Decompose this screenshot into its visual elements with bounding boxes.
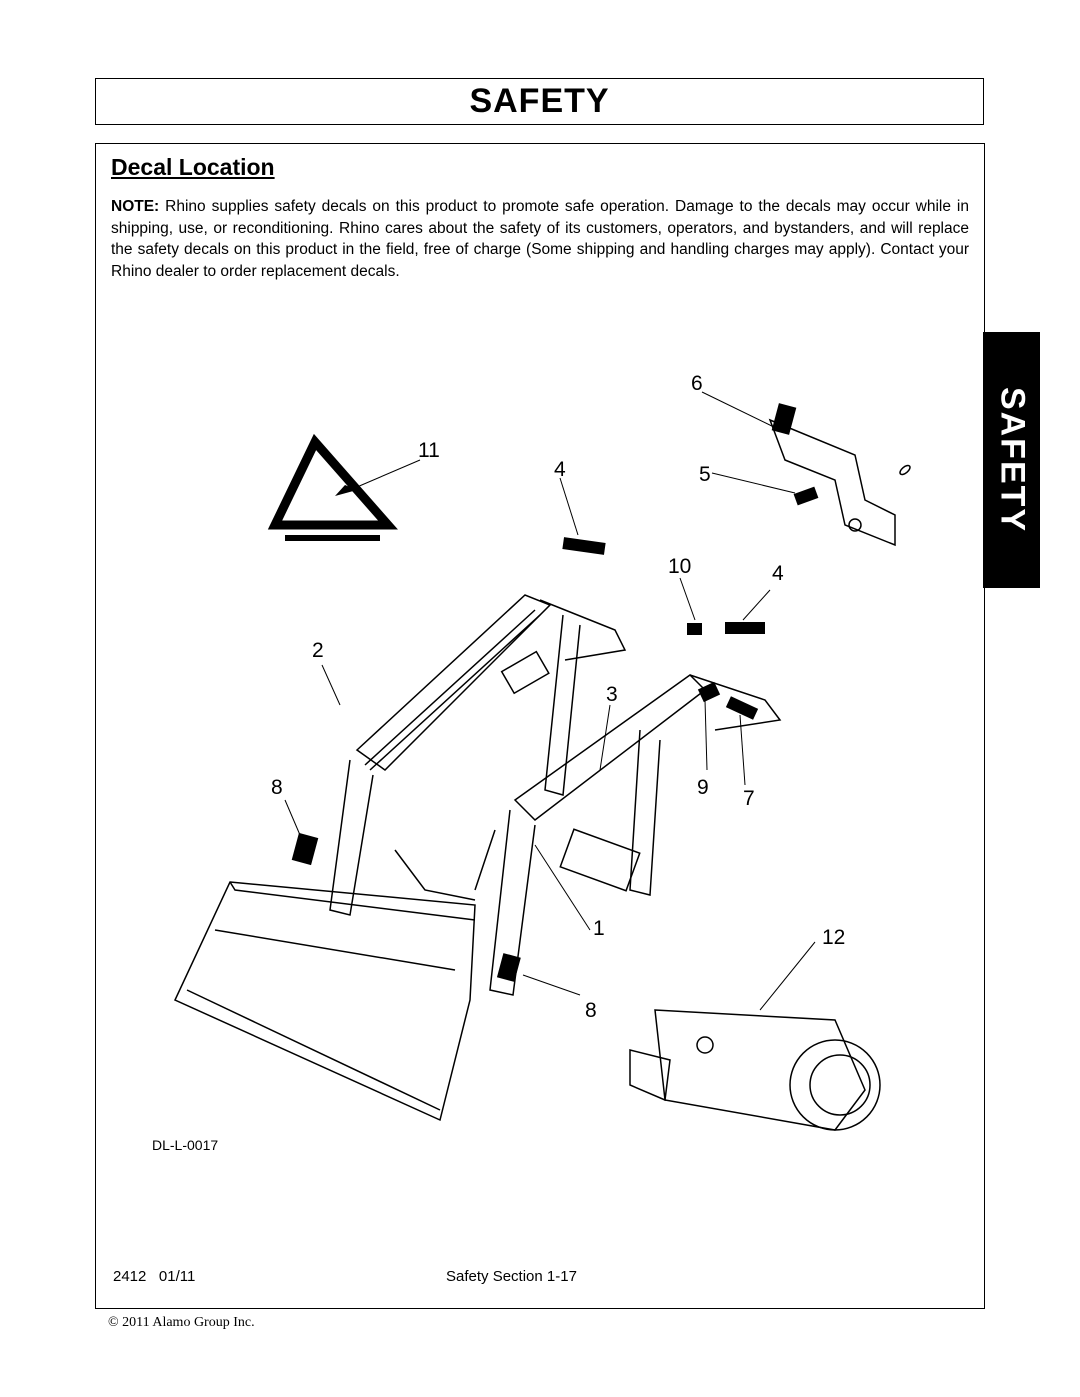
callout-1: 1 xyxy=(593,917,605,940)
content-box: Decal Location NOTE: Rhino supplies safe… xyxy=(95,143,985,1309)
note-text: Rhino supplies safety decals on this pro… xyxy=(111,198,969,280)
section-heading: Decal Location xyxy=(111,154,275,180)
note-label: NOTE: xyxy=(111,198,160,215)
decal-location-diagram: 1 2 3 4 4 5 6 7 8 8 9 10 11 12 DL-L-0017 xyxy=(152,372,911,1153)
callout-8b: 8 xyxy=(585,999,597,1022)
callout-7: 7 xyxy=(743,787,755,810)
side-tab-label: SAFETY xyxy=(993,386,1031,534)
callout-4b: 4 xyxy=(772,562,784,585)
footer-doc-info: 2412 01/11 xyxy=(113,1268,195,1285)
callout-12: 12 xyxy=(822,926,845,949)
smv-emblem xyxy=(267,433,398,541)
side-tab: SAFETY xyxy=(983,332,1040,588)
footer-doc-number: 2412 xyxy=(113,1268,147,1285)
callout-4a: 4 xyxy=(554,458,566,481)
footer-page-label: Safety Section 1-17 xyxy=(446,1268,577,1285)
callout-10: 10 xyxy=(668,555,691,578)
callout-6: 6 xyxy=(691,372,703,395)
callout-8a: 8 xyxy=(271,776,283,799)
callout-3: 3 xyxy=(606,683,618,706)
page-title: SAFETY xyxy=(469,82,610,120)
right-loader-arm xyxy=(394,674,782,996)
loader-bucket xyxy=(173,881,476,1122)
copyright: © 2011 Alamo Group Inc. xyxy=(108,1315,255,1330)
note-paragraph: NOTE: Rhino supplies safety decals on th… xyxy=(111,196,969,282)
callout-9: 9 xyxy=(697,776,709,799)
callout-11: 11 xyxy=(418,439,440,462)
left-loader-arm xyxy=(329,594,627,916)
decal-markers xyxy=(291,403,819,982)
callout-5: 5 xyxy=(699,463,711,486)
accessory-cylinder xyxy=(629,1009,881,1131)
mount-bracket xyxy=(768,418,911,547)
footer-date: 01/11 xyxy=(158,1268,196,1285)
callout-2: 2 xyxy=(312,639,324,662)
figure-id: DL-L-0017 xyxy=(152,1137,218,1153)
header-box: SAFETY xyxy=(95,78,984,125)
